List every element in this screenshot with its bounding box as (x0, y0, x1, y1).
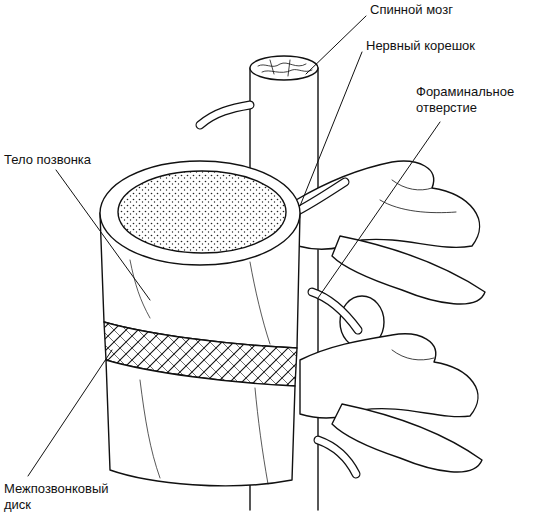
part-label: Межпозвонковый диск (4, 481, 124, 513)
posterior-arch (296, 161, 480, 249)
part-label: Фораминальное отверстие (416, 84, 536, 116)
part-label: Тело позвонка (4, 152, 91, 168)
leader-lines (28, 16, 440, 476)
part-label: Нервный корешок (366, 38, 475, 54)
part-label: Спинной мозг (370, 2, 453, 18)
